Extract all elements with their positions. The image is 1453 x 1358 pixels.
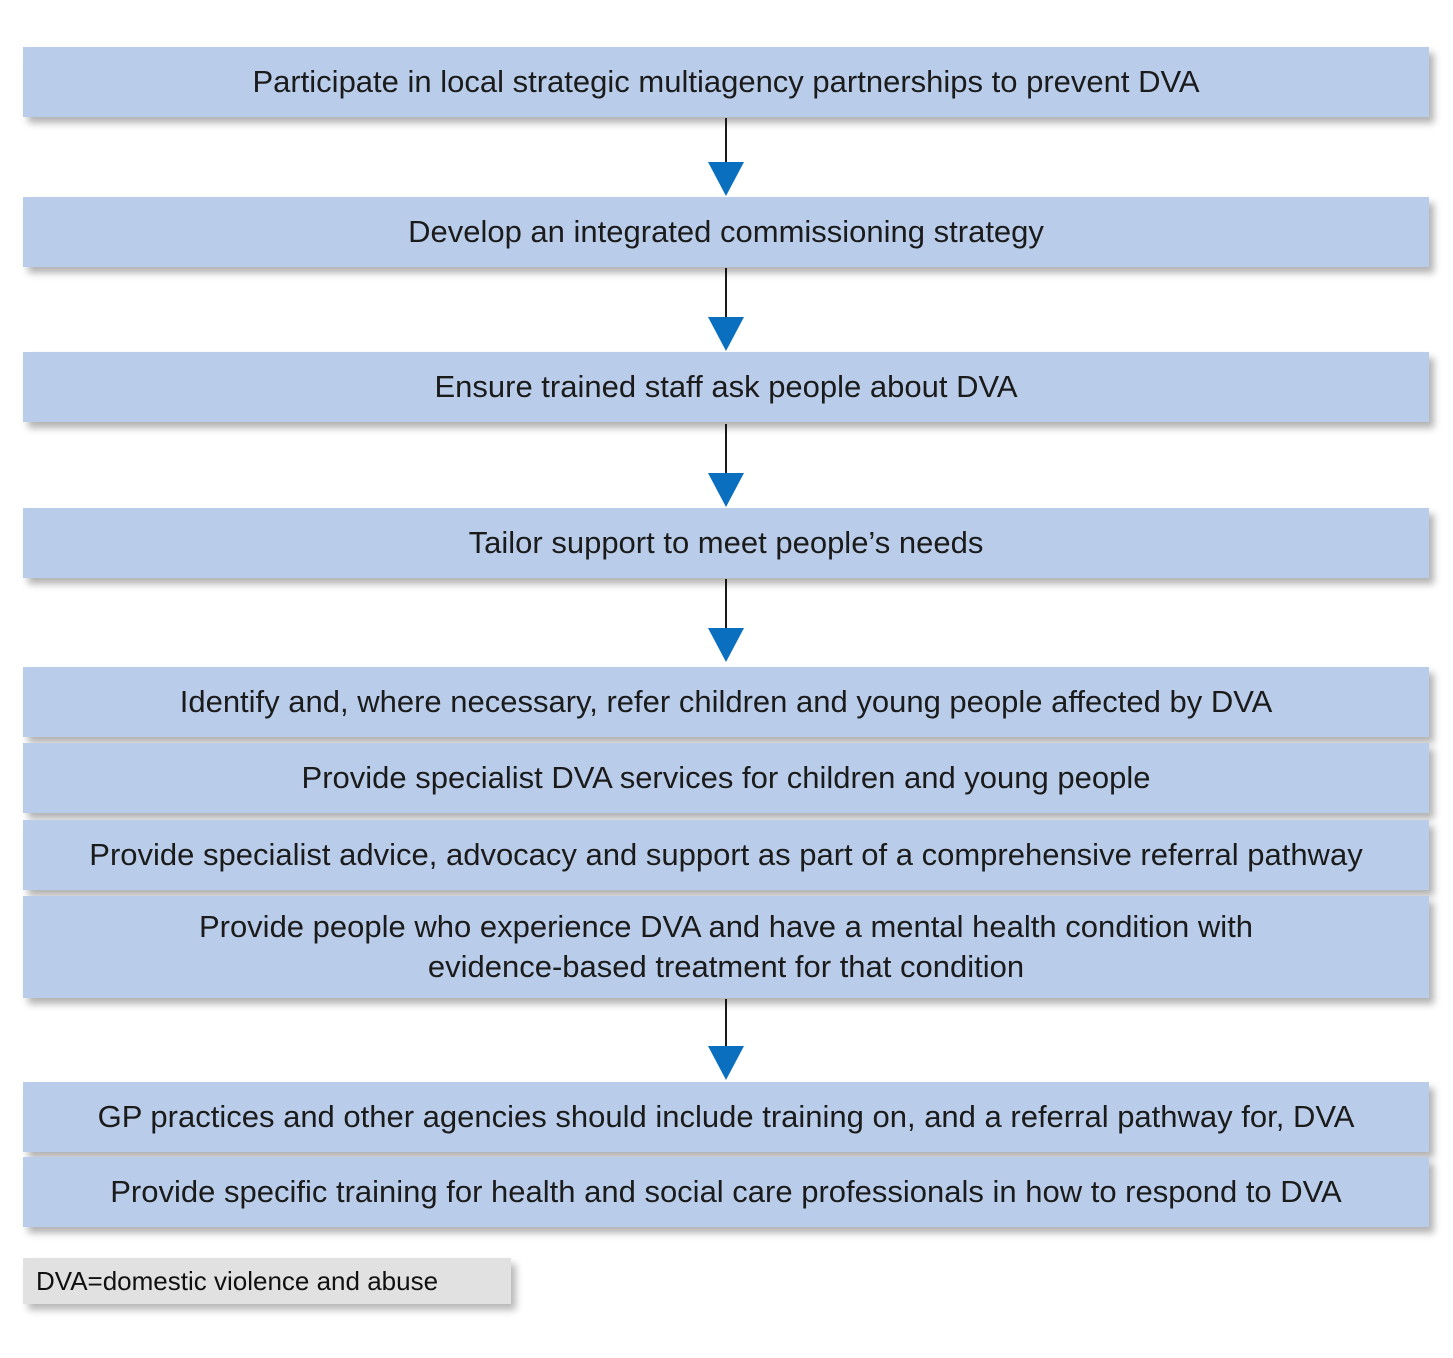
step-text: Provide specific training for health and… [110,1174,1342,1209]
step-text: Identify and, where necessary, refer chi… [179,684,1273,719]
step-gp-training: GP practices and other agencies should i… [23,1082,1429,1152]
step-text: GP practices and other agencies should i… [97,1099,1355,1134]
step-professional-training: Provide specific training for health and… [23,1157,1429,1227]
step-identify-children: Identify and, where necessary, refer chi… [23,667,1429,737]
step-text: Participate in local strategic multiagen… [252,64,1200,99]
step-trained-staff: Ensure trained staff ask people about DV… [23,352,1429,422]
arrow-5 [708,999,744,1080]
step-commissioning-strategy: Develop an integrated commissioning stra… [23,197,1429,267]
arrow-1 [708,118,744,196]
step-text: Provide specialist DVA services for chil… [301,760,1151,795]
arrow-2 [708,268,744,351]
step-participate-partnerships: Participate in local strategic multiagen… [23,47,1429,117]
step-text-line-1: Provide people who experience DVA and ha… [198,909,1254,944]
footnote: DVA=domestic violence and abuse [23,1258,511,1304]
step-text-line-2: evidence-based treatment for that condit… [427,949,1025,984]
step-text: Develop an integrated commissioning stra… [408,214,1044,249]
step-specialist-advice: Provide specialist advice, advocacy and … [23,820,1429,890]
step-mental-health: Provide people who experience DVA and ha… [23,896,1429,998]
step-text: Ensure trained staff ask people about DV… [434,369,1018,404]
step-tailor-support: Tailor support to meet people’s needs [23,508,1429,578]
arrow-3 [708,424,744,507]
arrow-4 [708,579,744,662]
step-text: Tailor support to meet people’s needs [468,525,984,560]
step-specialist-services: Provide specialist DVA services for chil… [23,743,1429,813]
footnote-text: DVA=domestic violence and abuse [36,1265,439,1296]
step-text: Provide specialist advice, advocacy and … [89,837,1363,872]
